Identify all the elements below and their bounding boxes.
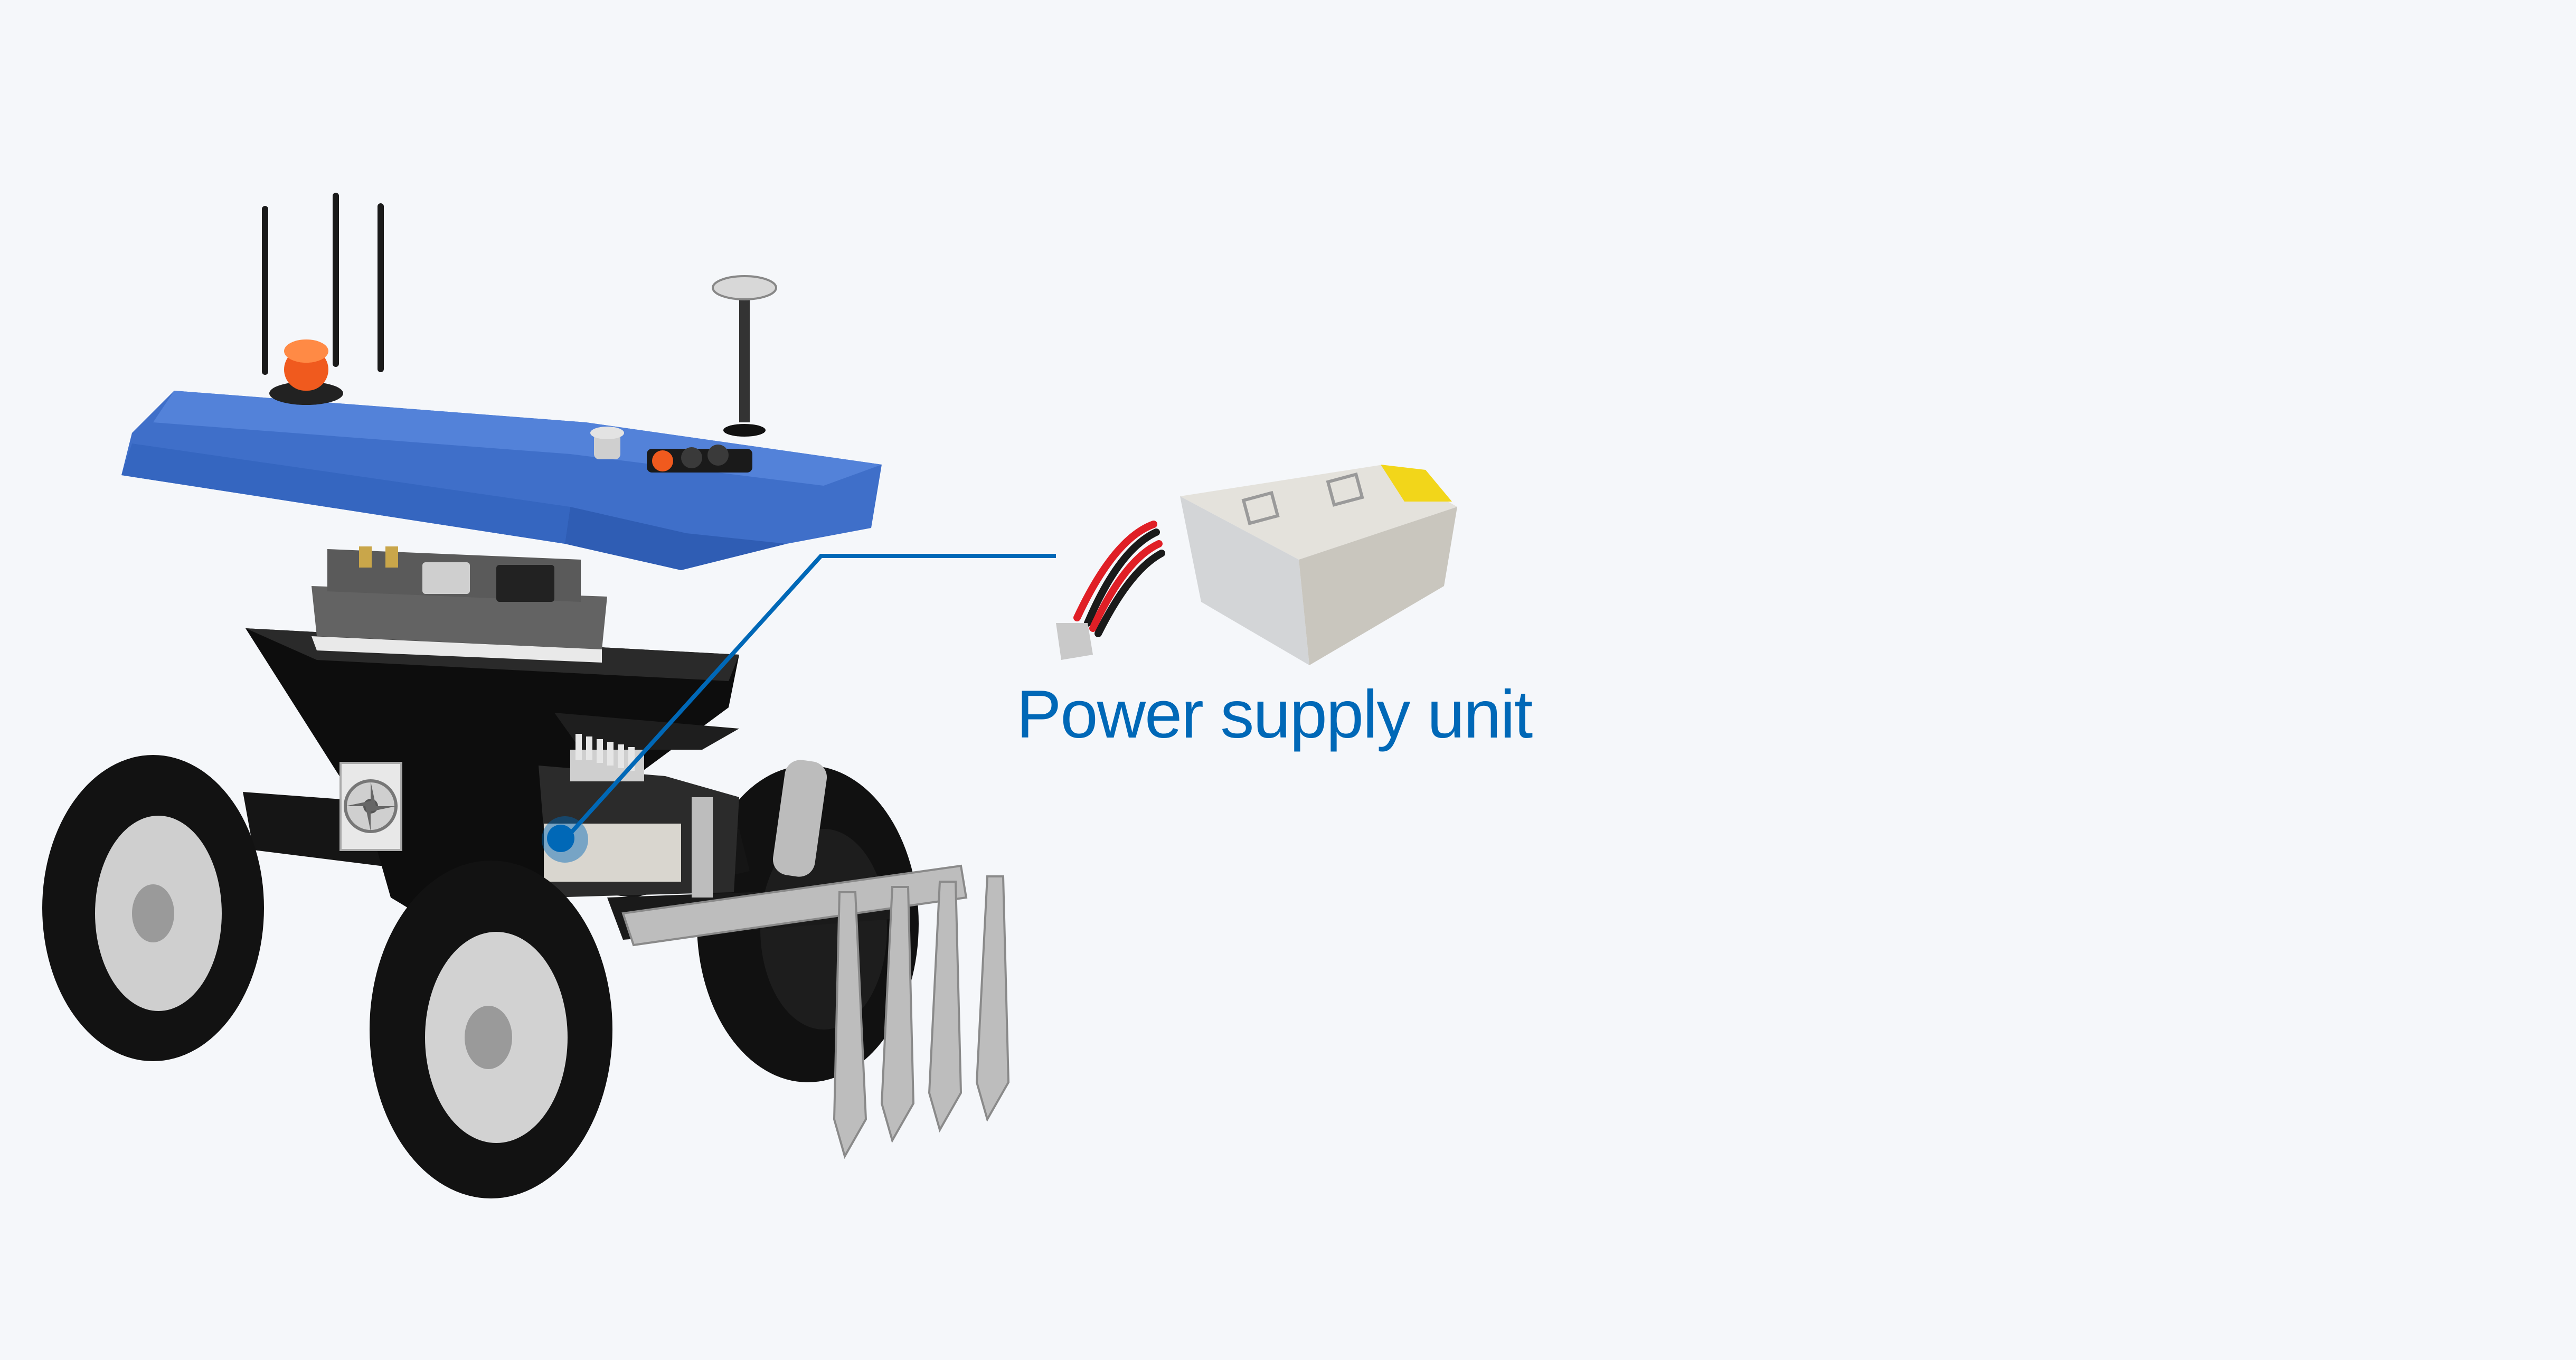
callout-leader (542, 554, 1056, 863)
hotspot-dot-icon[interactable] (547, 825, 574, 852)
cooling-fan-icon (339, 762, 402, 851)
cultivator-rake (621, 864, 1010, 1159)
rear-left-wheel (42, 755, 264, 1061)
battery-pack-illustration (1056, 465, 1457, 665)
warning-beacon-icon (269, 339, 343, 405)
control-buttons (590, 427, 752, 473)
gps-antenna-icon (712, 275, 777, 437)
controller-unit (312, 546, 607, 663)
power-module (539, 734, 827, 898)
component-label: Power supply unit (1016, 677, 1533, 752)
robot-illustration (42, 193, 1010, 1198)
antenna-icons (262, 193, 384, 375)
blue-top-cover (121, 193, 882, 570)
front-wheel (370, 861, 612, 1198)
